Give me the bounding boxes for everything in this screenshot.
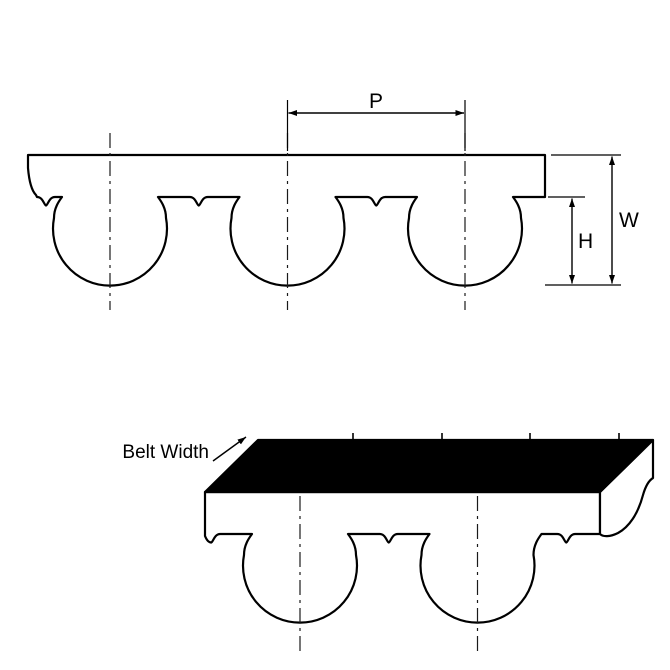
pitch-dimension: P [286,90,466,151]
belt-width-label: Belt Width [122,442,209,463]
belt-front-profile [203,490,602,624]
tooth-height-dimension: H [548,196,593,284]
belt-profile [26,153,547,287]
back-edge-ticks [352,433,620,440]
profile-view: P W H [26,90,639,310]
belt-width-callout: Belt Width [122,436,247,463]
belt-end-face [598,438,655,538]
pitch-label: P [369,90,383,113]
tooth-height-label: H [578,230,593,253]
belt-width-arrow [212,436,247,462]
perspective-view: Belt Width [122,433,655,652]
belt-top-face [203,438,655,494]
thickness-dimension: W [545,154,639,286]
thickness-label: W [619,209,639,232]
